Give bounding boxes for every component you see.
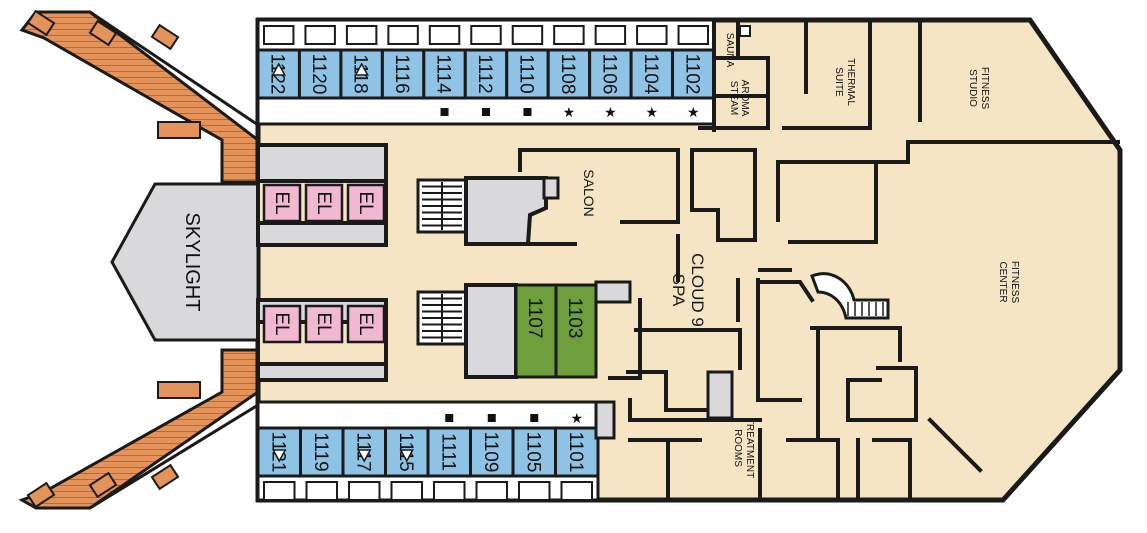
elevator-6[interactable]: EL [346, 304, 386, 344]
elevator-label: EL [313, 312, 334, 335]
cabin-1114[interactable]: 1114 [422, 48, 467, 116]
elevator-3[interactable]: EL [346, 183, 386, 223]
elevator-2[interactable]: EL [304, 183, 344, 223]
square-icon [487, 414, 496, 422]
cabin-1106[interactable]: 1106 ★ [588, 48, 633, 121]
cabin-number: 1101 [565, 432, 586, 473]
cabin-number: 1104 [640, 54, 661, 95]
treatment-label-line1: TREATMENT [744, 418, 755, 478]
elevator-4[interactable]: EL [262, 304, 302, 344]
elevator-5[interactable]: EL [304, 304, 344, 344]
cabin-number: 1110 [515, 54, 536, 93]
star-icon: ★ [563, 105, 576, 121]
square-icon [445, 414, 454, 422]
accessible-triangle-icon [356, 449, 372, 463]
central-stairs [416, 176, 560, 379]
square-icon [530, 414, 539, 422]
elevator-label: EL [355, 312, 376, 335]
cabin-1103[interactable]: 1103 [554, 283, 598, 379]
room-labels: SAUNA AROMA STEAM THERMAL SUITE FITNESS … [581, 33, 1020, 478]
square-icon [440, 108, 449, 116]
skylight [110, 182, 260, 342]
fitness-studio-line1: FITNESS [979, 67, 990, 110]
cabin-number: 1108 [557, 54, 578, 95]
cabin-1120[interactable]: 1120 [297, 48, 343, 100]
aroma-label-line2: STEAM [728, 81, 739, 115]
spiral-stairs [810, 272, 890, 320]
cabin-number: 1119 [310, 432, 331, 471]
fitness-center-line1: FITNESS [1009, 261, 1020, 304]
elevator-1[interactable]: EL [262, 183, 302, 223]
spa-walls [518, 18, 1120, 502]
star-icon: ★ [687, 105, 700, 121]
cabin-number: 1114 [433, 54, 454, 94]
cabin-number: 1103 [564, 298, 585, 339]
salon-label: SALON [581, 169, 597, 216]
elevator-label: EL [271, 191, 292, 214]
cabin-1101[interactable]: 1101 ★ [554, 411, 600, 478]
cabin-number: 1106 [598, 54, 619, 95]
cabin-number: 1107 [524, 298, 545, 339]
elevators: EL EL EL EL EL EL [262, 183, 386, 344]
cabin-1105[interactable]: 1105 [511, 414, 557, 478]
cabin-1117[interactable]: 1117 [341, 426, 387, 478]
elevator-label: EL [271, 312, 292, 335]
cabin-number: 1102 [681, 54, 702, 95]
elevator-label: EL [313, 191, 334, 214]
cabin-1108[interactable]: 1108 ★ [546, 48, 592, 121]
accessible-triangle-icon [271, 449, 287, 463]
cabin-1119[interactable]: 1119 [299, 426, 345, 478]
star-icon: ★ [646, 105, 659, 121]
sauna-label: SAUNA [724, 33, 735, 68]
skylight-label: SKYLIGHT [181, 213, 203, 312]
square-icon [523, 108, 532, 116]
cloud9-label-line1: CLOUD 9 [688, 253, 707, 327]
cabin-number: 1111 [437, 433, 458, 471]
cabin-1107[interactable]: 1107 [514, 283, 558, 379]
cabin-1110[interactable]: 1110 [505, 48, 550, 116]
accessible-triangle-icon [354, 62, 369, 76]
cabin-number: 1112 [474, 54, 495, 93]
fitness-center-line2: CENTER [997, 261, 1008, 302]
cabin-1109[interactable]: 1109 [469, 414, 515, 478]
star-icon: ★ [604, 105, 617, 121]
aroma-label-line1: AROMA [739, 80, 750, 117]
treatment-label-line2: ROOMS [732, 429, 743, 467]
elevator-label: EL [355, 191, 376, 214]
accessible-triangle-icon [399, 449, 415, 463]
cabin-1115[interactable]: 1115 [384, 426, 430, 478]
cabin-block-center: 1107 1103 [514, 283, 598, 379]
cloud9-label-line2: SPA [669, 274, 688, 307]
accessible-triangle-icon [271, 62, 286, 76]
cabin-number: 1109 [480, 432, 501, 473]
square-icon [482, 108, 490, 116]
fitness-studio-line2: STUDIO [967, 69, 978, 107]
thermal-label-line2: SUITE [833, 67, 844, 97]
cabin-1118[interactable]: 1118 [339, 48, 384, 100]
cabin-row-forward: 11221120111811161114111211101108★1106★11… [256, 25, 716, 121]
star-icon: ★ [570, 411, 583, 427]
cabin-1104[interactable]: 1104 ★ [629, 48, 675, 121]
cabin-1116[interactable]: 1116 [380, 48, 426, 100]
cabin-number: 1120 [308, 54, 329, 95]
aft-wood-deck [18, 9, 260, 510]
cabin-number: 1116 [391, 54, 412, 93]
cabin-1122[interactable]: 1122 [256, 48, 301, 100]
thermal-label-line1: THERMAL [845, 58, 856, 106]
cabin-number: 1105 [522, 432, 543, 473]
